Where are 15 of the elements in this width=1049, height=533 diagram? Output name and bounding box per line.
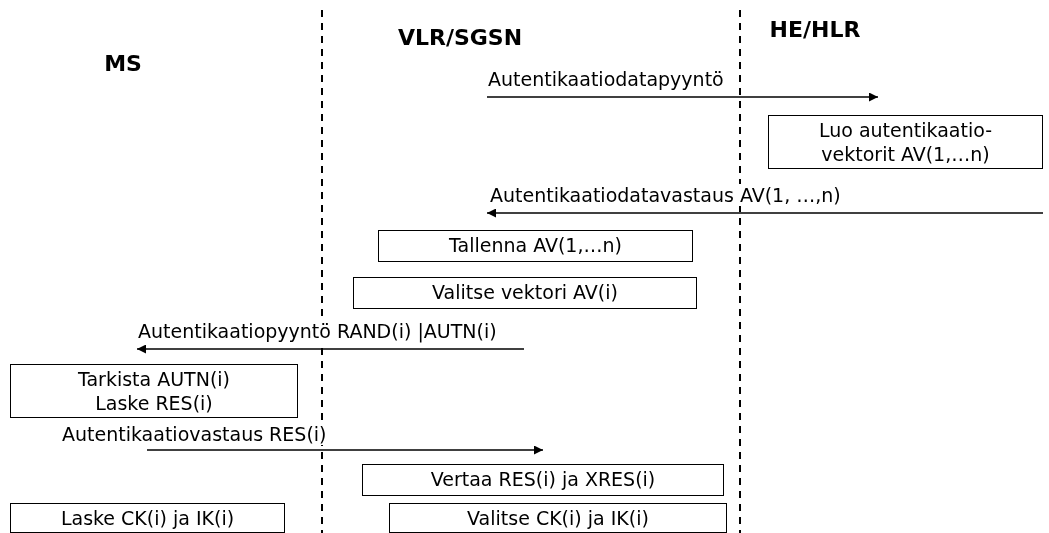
process-box: Valitse vektori AV(i)	[353, 277, 697, 309]
message-arrow	[146, 445, 544, 455]
message-arrow	[486, 208, 1044, 218]
lane-heading: VLR/SGSN	[390, 26, 530, 56]
lane-heading: HE/HLR	[765, 18, 865, 48]
process-box: Tarkista AUTN(i) Laske RES(i)	[10, 364, 298, 418]
process-box: Valitse CK(i) ja IK(i)	[389, 503, 727, 533]
edge-label: Autentikaatiodatapyyntö	[486, 68, 726, 90]
process-box: Luo autentikaatio-vektorit AV(1,…n)	[768, 115, 1043, 169]
message-arrow	[136, 344, 525, 354]
lane-heading: MS	[88, 52, 158, 82]
process-box: Laske CK(i) ja IK(i)	[10, 503, 285, 533]
process-box: Tallenna AV(1,…n)	[378, 230, 693, 262]
message-arrow	[486, 92, 879, 102]
process-box: Vertaa RES(i) ja XRES(i)	[362, 464, 724, 496]
